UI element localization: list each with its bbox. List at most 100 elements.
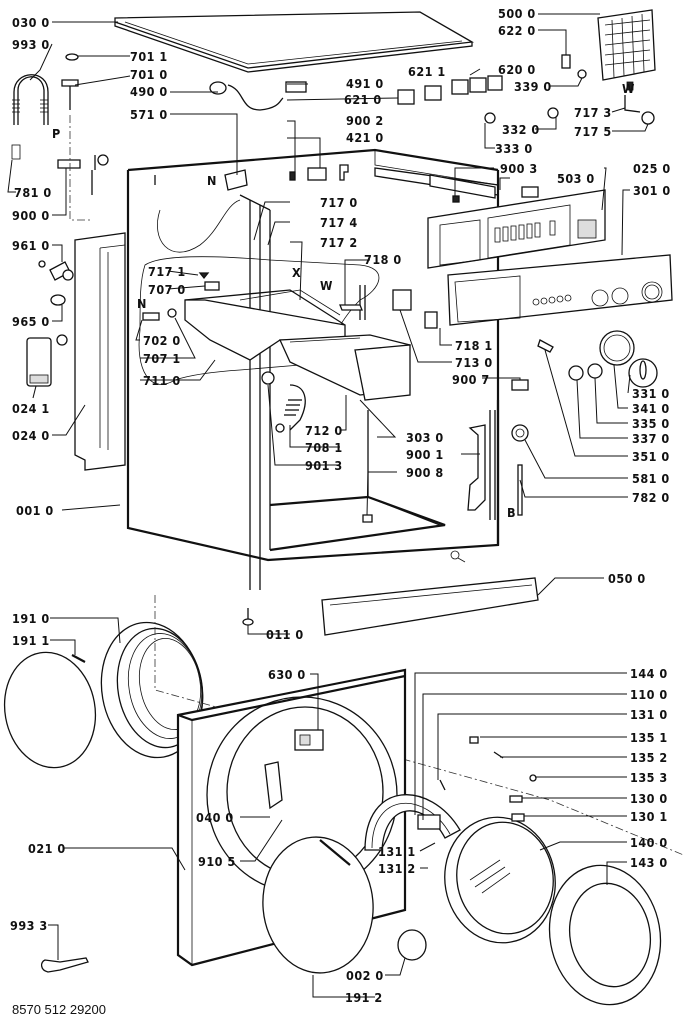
label-630-0[interactable]: 630 0 — [268, 667, 306, 682]
gear-717-5[interactable] — [641, 111, 655, 125]
label-030-0[interactable]: 030 0 — [12, 15, 50, 30]
label-993-3[interactable]: 993 3 — [10, 918, 48, 933]
label-900-2[interactable]: 900 2 — [346, 113, 384, 128]
switches[interactable] — [397, 75, 503, 105]
label-581-0[interactable]: 581 0 — [632, 471, 670, 486]
label-339-0[interactable]: 339 0 — [514, 79, 552, 94]
label-717-2[interactable]: 717 2 — [320, 235, 358, 250]
label-901-3[interactable]: 901 3 — [305, 458, 343, 473]
door-outer-ring[interactable] — [539, 857, 672, 1014]
strip-782[interactable] — [517, 464, 523, 516]
label-717-4[interactable]: 717 4 — [320, 215, 358, 230]
door-glass[interactable] — [435, 808, 565, 951]
label-900-0[interactable]: 900 0 — [12, 208, 50, 223]
nozzle-702-0[interactable] — [142, 312, 160, 321]
label-332-0[interactable]: 332 0 — [502, 122, 540, 137]
label-961-0[interactable]: 961 0 — [12, 238, 50, 253]
foot-screw[interactable] — [242, 608, 254, 626]
label-900-8[interactable]: 900 8 — [406, 465, 444, 480]
shaft-717-3[interactable] — [624, 95, 641, 113]
label-708-1[interactable]: 708 1 — [305, 440, 343, 455]
indicator-622[interactable] — [561, 54, 571, 69]
label-712-0[interactable]: 712 0 — [305, 423, 343, 438]
label-622-0[interactable]: 622 0 — [498, 23, 536, 38]
top-cover[interactable] — [114, 11, 475, 73]
label-002-0[interactable]: 002 0 — [346, 968, 384, 983]
control-panel-facia[interactable] — [447, 254, 673, 326]
hose-clamp[interactable] — [261, 371, 275, 385]
hose-bracket[interactable] — [57, 115, 90, 221]
label-131-0[interactable]: 131 0 — [630, 707, 668, 722]
label-143-0[interactable]: 143 0 — [630, 855, 668, 870]
label-303-0[interactable]: 303 0 — [406, 430, 444, 445]
door-handle[interactable] — [264, 761, 283, 810]
small-knob-335[interactable] — [587, 363, 603, 379]
plinth[interactable] — [321, 577, 539, 636]
label-144-0[interactable]: 144 0 — [630, 666, 668, 681]
bracket-718-0[interactable] — [339, 304, 363, 311]
label-011-0[interactable]: 011 0 — [266, 627, 304, 642]
clip-900-2[interactable] — [289, 171, 296, 181]
label-131-1[interactable]: 131 1 — [378, 844, 416, 859]
label-025-0[interactable]: 025 0 — [633, 161, 671, 176]
rear-panel[interactable] — [74, 232, 126, 471]
drawer-handle[interactable] — [354, 344, 411, 401]
label-341-0[interactable]: 341 0 — [632, 401, 670, 416]
label-503-0[interactable]: 503 0 — [557, 171, 595, 186]
connector-707-0[interactable] — [204, 281, 220, 291]
label-331-0[interactable]: 331 0 — [632, 386, 670, 401]
label-621-1[interactable]: 621 1 — [408, 64, 446, 79]
label-900-1[interactable]: 900 1 — [406, 447, 444, 462]
panel-bracket-024-1[interactable] — [26, 334, 68, 387]
label-024-0[interactable]: 024 0 — [12, 428, 50, 443]
connector-707-1[interactable] — [167, 308, 177, 318]
hose-hook[interactable] — [61, 53, 79, 110]
label-337-0[interactable]: 337 0 — [632, 431, 670, 446]
label-620-0[interactable]: 620 0 — [498, 62, 536, 77]
label-191-2[interactable]: 191 2 — [345, 990, 383, 1005]
label-490-0[interactable]: 490 0 — [130, 84, 168, 99]
label-421-0[interactable]: 421 0 — [346, 130, 384, 145]
bellows-hose[interactable] — [275, 384, 306, 433]
label-781-0[interactable]: 781 0 — [14, 185, 52, 200]
interference-filter[interactable] — [285, 81, 307, 93]
label-001-0[interactable]: 001 0 — [16, 503, 54, 518]
circuit-board-503[interactable] — [521, 186, 539, 198]
label-707-0[interactable]: 707 0 — [148, 282, 186, 297]
clip-900-7[interactable] — [511, 379, 529, 391]
thermostat-581[interactable] — [511, 424, 529, 442]
button-333[interactable] — [484, 112, 496, 124]
label-900-7[interactable]: 900 7 — [452, 372, 490, 387]
label-301-0[interactable]: 301 0 — [633, 183, 671, 198]
label-701-0[interactable]: 701 0 — [130, 67, 168, 82]
label-131-2[interactable]: 131 2 — [378, 861, 416, 876]
spacer-718-1[interactable] — [424, 311, 438, 329]
label-110-0[interactable]: 110 0 — [630, 687, 668, 702]
ring-965[interactable] — [50, 294, 66, 306]
knob-331[interactable] — [628, 358, 658, 388]
door-interlock[interactable] — [294, 729, 324, 751]
wrench[interactable] — [40, 957, 89, 973]
label-130-0[interactable]: 130 0 — [630, 791, 668, 806]
label-702-0[interactable]: 702 0 — [143, 333, 181, 348]
mains-cable[interactable] — [209, 81, 284, 111]
small-knob-337[interactable] — [568, 365, 584, 381]
clip-900-3[interactable] — [452, 195, 460, 203]
clip-900-8[interactable] — [362, 514, 373, 523]
label-571-0[interactable]: 571 0 — [130, 107, 168, 122]
label-024-1[interactable]: 024 1 — [12, 401, 50, 416]
label-140-0[interactable]: 140 0 — [630, 835, 668, 850]
label-707-1[interactable]: 707 1 — [143, 351, 181, 366]
label-782-0[interactable]: 782 0 — [632, 490, 670, 505]
bracket-713-0[interactable] — [392, 289, 412, 311]
label-717-1[interactable]: 717 1 — [148, 264, 186, 279]
label-717-0[interactable]: 717 0 — [320, 195, 358, 210]
label-050-0[interactable]: 050 0 — [608, 571, 646, 586]
label-910-5[interactable]: 910 5 — [198, 854, 236, 869]
inlet-valve-tap[interactable] — [91, 154, 109, 195]
seal-clamp-ring[interactable] — [257, 832, 378, 977]
knob-ring-341[interactable] — [599, 330, 635, 366]
label-351-0[interactable]: 351 0 — [632, 449, 670, 464]
label-718-1[interactable]: 718 1 — [455, 338, 493, 353]
label-965-0[interactable]: 965 0 — [12, 314, 50, 329]
